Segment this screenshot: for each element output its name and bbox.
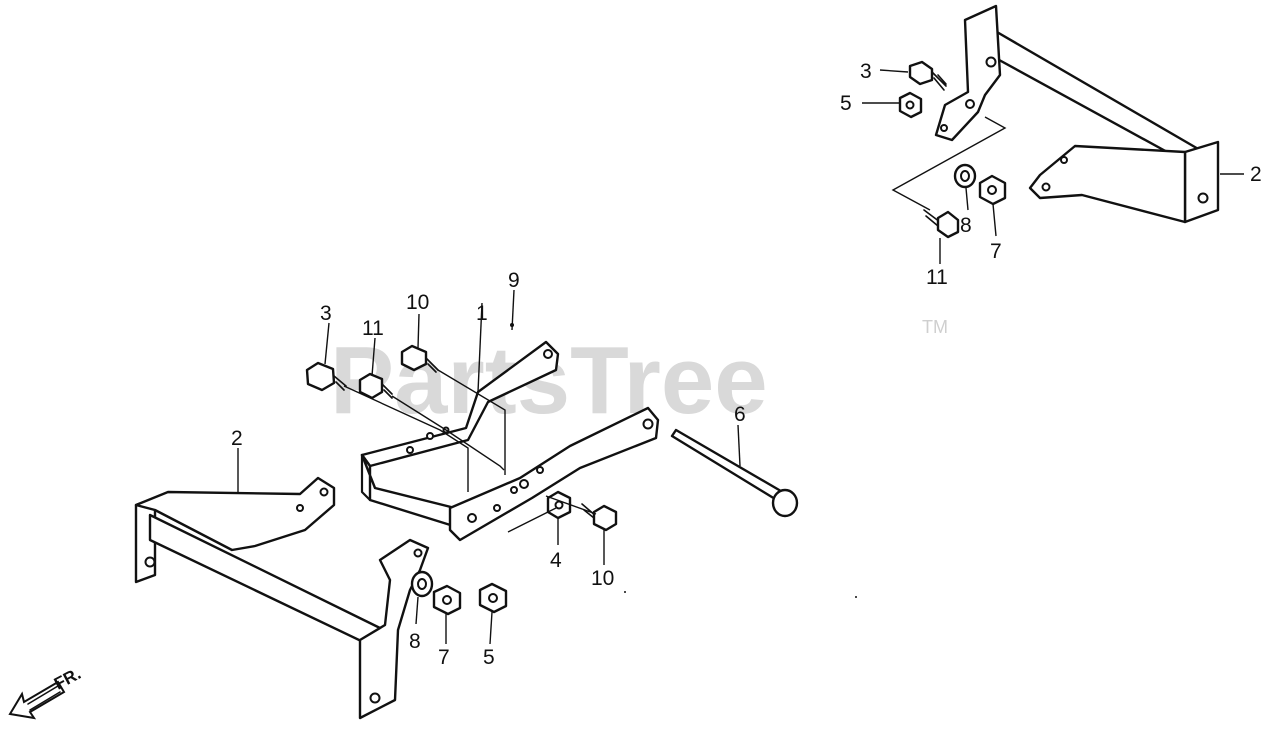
nut-5-bottom bbox=[478, 582, 508, 614]
callout-9: 9 bbox=[508, 269, 520, 292]
callout-7-bottom: 7 bbox=[438, 646, 450, 669]
washer-8-bottom bbox=[410, 570, 434, 598]
bolt-3-mid bbox=[305, 361, 347, 392]
callout-5-top: 5 bbox=[840, 92, 852, 115]
pivot-arm bbox=[360, 340, 660, 542]
callout-10-lower: 10 bbox=[591, 567, 614, 590]
nut-4 bbox=[546, 490, 572, 520]
callout-11-top: 11 bbox=[926, 266, 948, 289]
watermark-trademark: TM bbox=[922, 317, 948, 337]
bolt-3-top bbox=[908, 60, 947, 91]
callout-6: 6 bbox=[734, 403, 746, 426]
callout-8-top: 8 bbox=[960, 214, 972, 237]
bolt-10-lower bbox=[581, 503, 618, 532]
callout-2-left: 2 bbox=[231, 427, 243, 450]
bracket-left bbox=[134, 476, 430, 720]
callout-3-top: 3 bbox=[860, 60, 872, 83]
nut-7-bottom bbox=[432, 584, 462, 616]
callout-7-top: 7 bbox=[990, 240, 1002, 263]
callout-4: 4 bbox=[550, 549, 562, 572]
speck-2 bbox=[624, 591, 626, 593]
nut-5-top bbox=[898, 91, 923, 119]
bolt-10-upper bbox=[400, 344, 439, 373]
callout-2-right: 2 bbox=[1250, 163, 1262, 186]
callout-3-mid: 3 bbox=[320, 302, 332, 325]
speck-1 bbox=[855, 596, 857, 598]
bolt-11-top bbox=[923, 209, 960, 239]
front-direction-arrow-icon bbox=[8, 680, 66, 720]
callout-5-bottom: 5 bbox=[483, 646, 495, 669]
pin-6 bbox=[670, 428, 799, 518]
callout-8-bottom: 8 bbox=[409, 630, 421, 653]
watermark-text: PartsTree bbox=[330, 327, 768, 434]
washer-8-top bbox=[953, 163, 977, 189]
pin-9-dot bbox=[510, 323, 514, 327]
nut-7-top bbox=[978, 174, 1007, 206]
bracket-right bbox=[934, 4, 1220, 224]
bolt-11-mid bbox=[358, 372, 393, 400]
callout-11-mid: 11 bbox=[362, 317, 384, 340]
leader-lines bbox=[237, 69, 1244, 645]
callout-10-upper: 10 bbox=[406, 291, 429, 314]
callout-1: 1 bbox=[476, 302, 488, 325]
